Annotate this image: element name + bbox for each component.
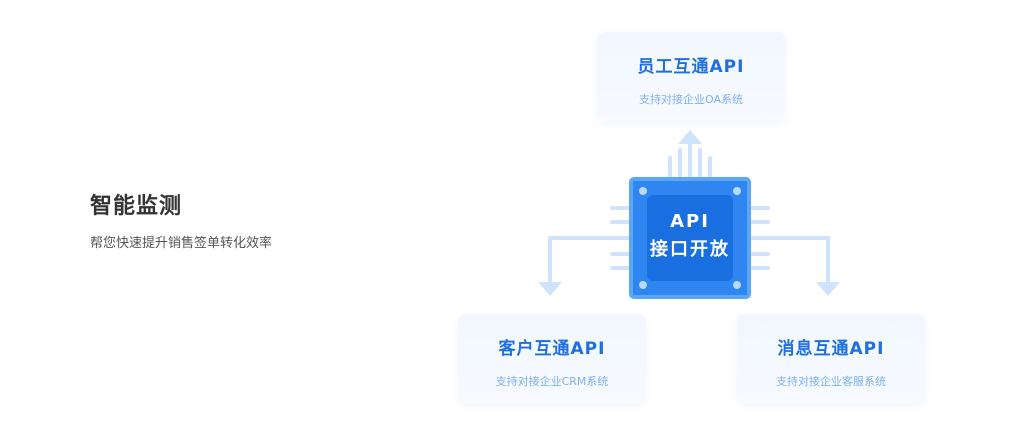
chip-label-open: 接口开放 xyxy=(650,239,730,260)
card-message-api-desc: 支持对接企业客服系统 xyxy=(776,375,886,388)
chip-corner-dot xyxy=(733,187,741,195)
chip-corner-dot xyxy=(733,281,741,289)
api-chip: API 接口开放 xyxy=(629,177,751,299)
section-title: 智能监测 xyxy=(90,194,183,219)
right-arrowhead xyxy=(816,282,840,296)
card-customer-api: 客户互通API 支持对接企业CRM系统 xyxy=(458,314,646,404)
chip-corner-dot xyxy=(639,281,647,289)
chip-corner-dot xyxy=(639,187,647,195)
chip-core xyxy=(647,195,733,281)
chip-label-api: API xyxy=(670,211,710,232)
card-employee-api-title: 员工互通API xyxy=(637,57,745,77)
left-arrowhead xyxy=(538,282,562,296)
card-customer-api-desc: 支持对接企业CRM系统 xyxy=(495,375,609,388)
left-connector-main xyxy=(548,236,630,284)
up-arrowhead xyxy=(678,130,702,144)
card-employee-api-desc: 支持对接企业OA系统 xyxy=(639,93,743,106)
card-customer-api-title: 客户互通API xyxy=(498,339,606,359)
section-subtitle: 帮您快速提升销售签单转化效率 xyxy=(90,236,273,251)
card-message-api-title: 消息互通API xyxy=(777,339,885,359)
card-employee-api: 员工互通API 支持对接企业OA系统 xyxy=(597,32,785,122)
right-connector-main xyxy=(750,236,830,284)
card-message-api: 消息互通API 支持对接企业客服系统 xyxy=(737,314,925,404)
